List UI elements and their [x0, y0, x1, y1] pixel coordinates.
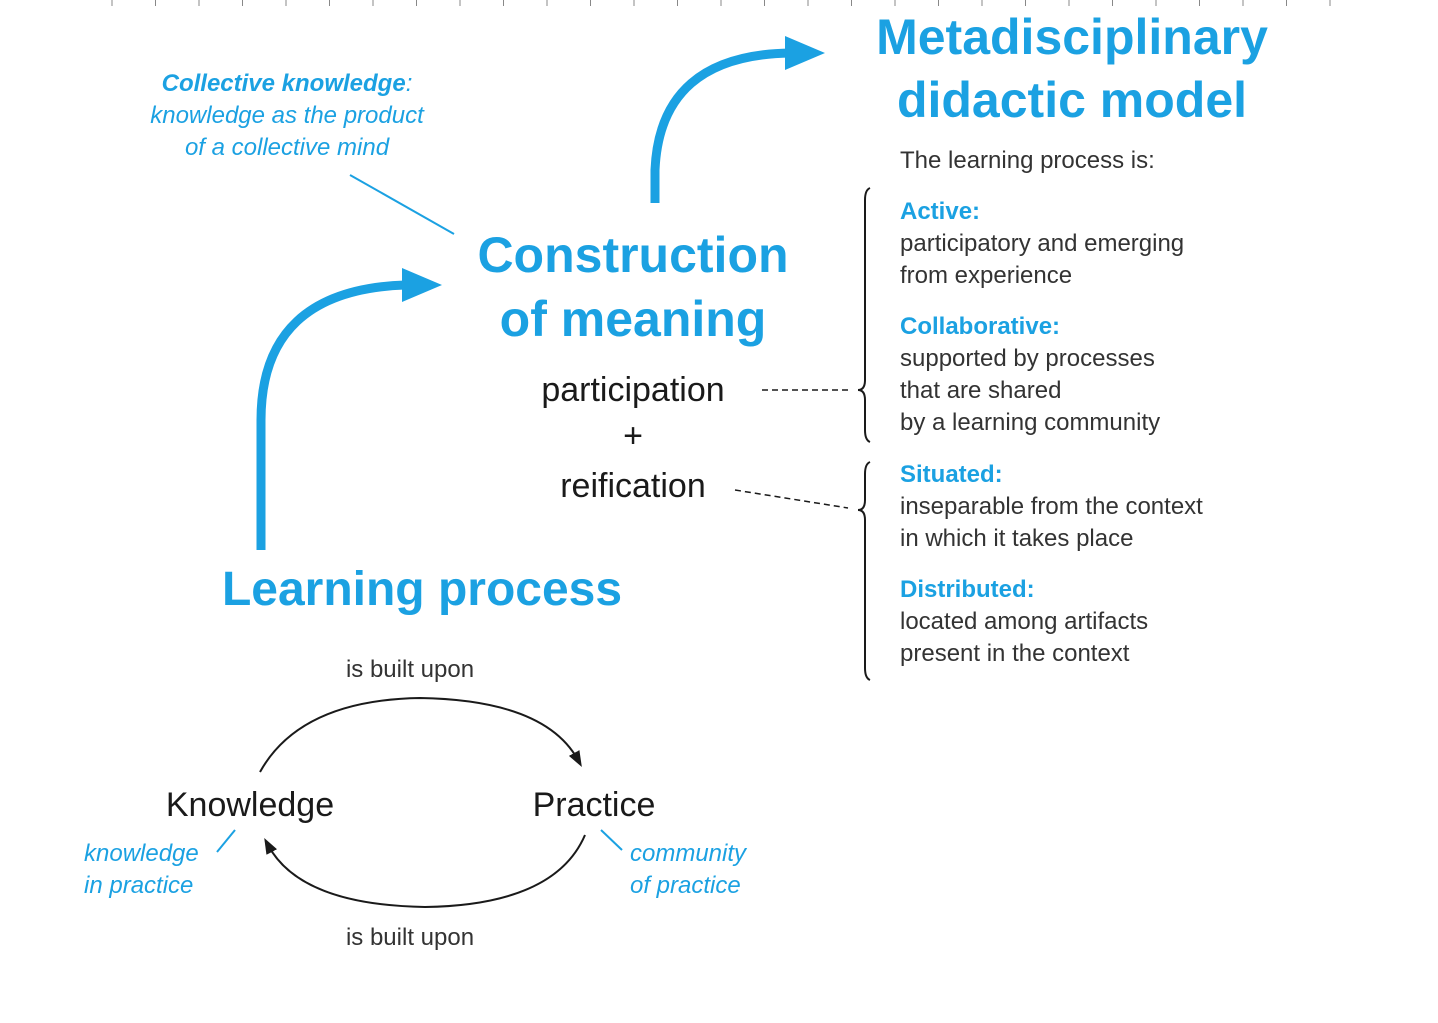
property-situated-line: in which it takes place [900, 525, 1133, 552]
knowledge-node: Knowledge [166, 786, 334, 824]
property-collaborative-line: by a learning community [900, 409, 1160, 436]
collective-note-line3: of a collective mind [185, 134, 390, 161]
arc-knowledge-to-practice [259, 696, 582, 773]
arrow-learning-to-construction-head [402, 268, 442, 302]
model-intro: The learning process is: [900, 147, 1155, 174]
practice-note-line: of practice [630, 872, 741, 899]
property-situated-head: Situated: [900, 461, 1003, 488]
arc-practice-to-knowledge [264, 834, 586, 909]
practice-node: Practice [533, 786, 656, 824]
model-title-line1: Metadisciplinary [876, 9, 1268, 65]
property-active-head: Active: [900, 198, 980, 225]
collective-note-line1: Collective knowledge: [162, 70, 413, 97]
property-distributed-line: located among artifacts [900, 608, 1148, 635]
model-title-line2: didactic model [897, 72, 1247, 128]
practice-note-line: community [630, 840, 748, 867]
top-ruler-ticks [111, 0, 1331, 6]
property-collaborative-line: that are shared [900, 377, 1061, 404]
reification-label: reification [560, 467, 706, 505]
participation-label: participation [541, 371, 724, 409]
construction-title-line1: Construction [477, 227, 788, 283]
property-distributed-head: Distributed: [900, 576, 1035, 603]
construction-title-line2: of meaning [500, 291, 767, 347]
property-situated-line: inseparable from the context [900, 493, 1203, 520]
property-list: Active: participatory and emerging from … [900, 198, 1203, 667]
built-upon-top-label: is built upon [346, 656, 474, 683]
knowledge-note-connector [216, 829, 236, 853]
knowledge-note-line: in practice [84, 872, 193, 899]
arrow-construction-to-model [650, 48, 791, 203]
property-active-line: participatory and emerging [900, 230, 1184, 257]
arrow-construction-to-model-head [785, 36, 825, 70]
collective-note-connector [349, 174, 455, 235]
property-collaborative-head: Collaborative: [900, 313, 1060, 340]
learning-process-title: Learning process [222, 563, 622, 616]
property-distributed-line: present in the context [900, 640, 1130, 667]
built-upon-bottom-label: is built upon [346, 924, 474, 951]
reification-dashed-connector [734, 489, 849, 509]
bracket-upper [857, 187, 871, 443]
practice-note-connector [600, 829, 623, 851]
plus-sign: + [623, 417, 643, 455]
knowledge-note-line: knowledge [84, 840, 199, 867]
arrow-learning-to-construction [256, 280, 406, 550]
property-active-line: from experience [900, 262, 1072, 289]
collective-note-line2: knowledge as the product [150, 102, 425, 129]
property-collaborative-line: supported by processes [900, 345, 1155, 372]
bracket-lower [857, 461, 871, 681]
